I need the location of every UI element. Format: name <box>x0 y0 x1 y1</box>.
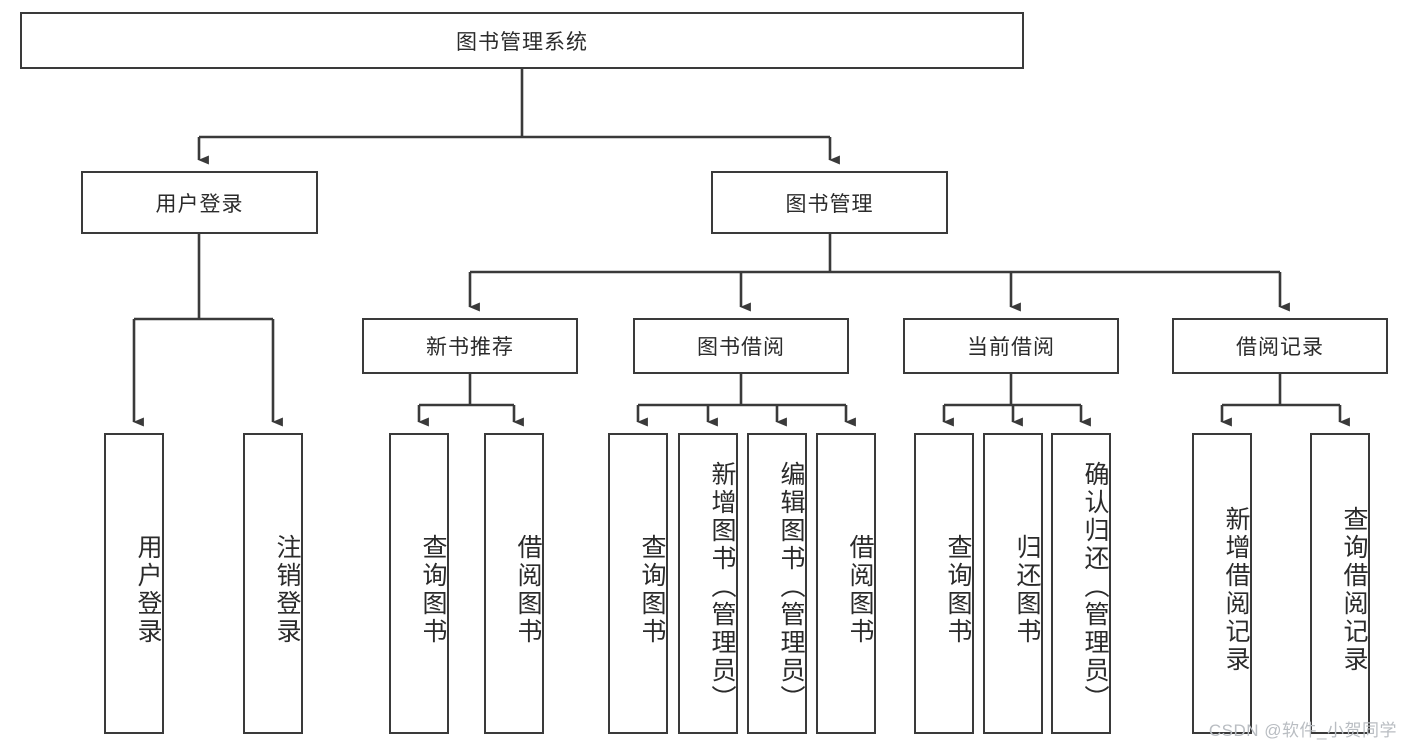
node-leaf-query-book-1-label: 查询图书 <box>419 533 447 646</box>
node-leaf-return-book[interactable]: 归还图书 <box>983 433 1043 734</box>
node-leaf-query-book-1[interactable]: 查询图书 <box>389 433 449 734</box>
node-leaf-user-login-label: 用户登录 <box>134 533 162 646</box>
node-leaf-add-borrow-record-label: 新增借阅记录 <box>1222 505 1250 674</box>
node-root[interactable]: 图书管理系统 <box>20 12 1024 69</box>
node-root-label: 图书管理系统 <box>456 30 588 54</box>
node-new-book-recommend[interactable]: 新书推荐 <box>362 318 578 374</box>
node-leaf-edit-book[interactable]: 编辑图书（管理员） <box>747 433 807 734</box>
node-leaf-user-login[interactable]: 用户登录 <box>104 433 164 734</box>
node-leaf-add-book-label: 新增图书（管理员） <box>708 460 736 713</box>
node-leaf-query-borrow-record[interactable]: 查询借阅记录 <box>1310 433 1370 734</box>
node-leaf-confirm-return[interactable]: 确认归还（管理员） <box>1051 433 1111 734</box>
node-leaf-confirm-return-label: 确认归还（管理员） <box>1081 460 1109 713</box>
node-current-borrow[interactable]: 当前借阅 <box>903 318 1119 374</box>
node-user-login[interactable]: 用户登录 <box>81 171 318 234</box>
node-user-login-label: 用户登录 <box>155 192 244 216</box>
node-borrow-records[interactable]: 借阅记录 <box>1172 318 1388 374</box>
node-leaf-return-book-label: 归还图书 <box>1013 533 1041 646</box>
node-leaf-borrow-book-2[interactable]: 借阅图书 <box>816 433 876 734</box>
node-book-borrow[interactable]: 图书借阅 <box>633 318 849 374</box>
node-new-book-recommend-label: 新书推荐 <box>426 336 514 359</box>
node-leaf-edit-book-label: 编辑图书（管理员） <box>777 460 805 713</box>
node-book-borrow-label: 图书借阅 <box>697 336 785 359</box>
node-leaf-query-book-3[interactable]: 查询图书 <box>914 433 974 734</box>
node-leaf-query-borrow-record-label: 查询借阅记录 <box>1340 505 1368 674</box>
node-leaf-query-book-2-label: 查询图书 <box>638 533 666 646</box>
node-leaf-borrow-book-1-label: 借阅图书 <box>514 533 542 646</box>
node-leaf-query-book-3-label: 查询图书 <box>944 533 972 646</box>
node-current-borrow-label: 当前借阅 <box>967 336 1055 359</box>
watermark: CSDN @软件_小贺同学 <box>1208 721 1397 740</box>
node-borrow-records-label: 借阅记录 <box>1236 336 1324 359</box>
node-book-management-label: 图书管理 <box>785 192 874 216</box>
node-book-management[interactable]: 图书管理 <box>711 171 948 234</box>
node-leaf-logout[interactable]: 注销登录 <box>243 433 303 734</box>
node-leaf-borrow-book-1[interactable]: 借阅图书 <box>484 433 544 734</box>
node-leaf-add-borrow-record[interactable]: 新增借阅记录 <box>1192 433 1252 734</box>
node-leaf-add-book[interactable]: 新增图书（管理员） <box>678 433 738 734</box>
node-leaf-borrow-book-2-label: 借阅图书 <box>846 533 874 646</box>
node-leaf-query-book-2[interactable]: 查询图书 <box>608 433 668 734</box>
node-leaf-logout-label: 注销登录 <box>273 533 301 646</box>
